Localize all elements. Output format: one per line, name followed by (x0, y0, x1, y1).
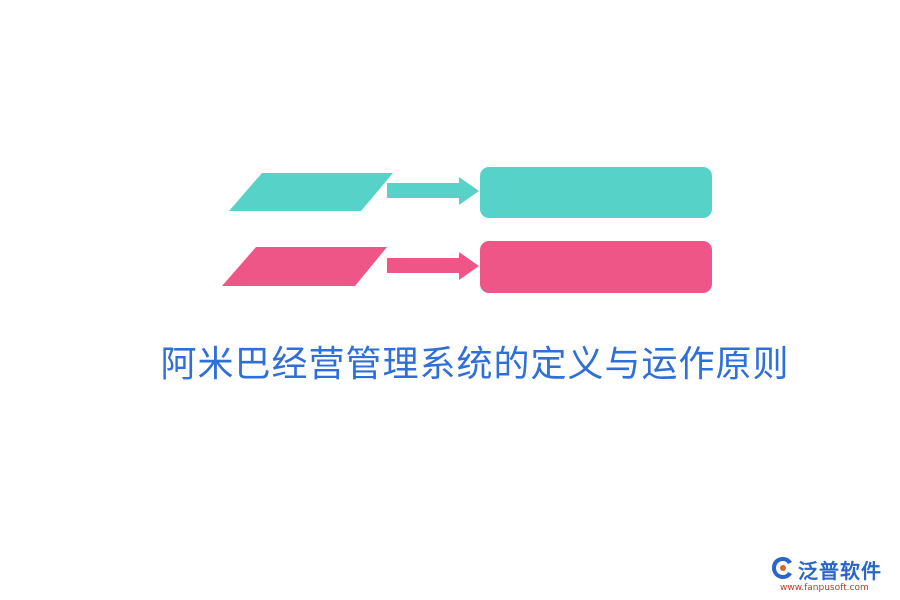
row-2-box (480, 241, 712, 293)
fanpu-logo-icon (772, 557, 792, 579)
row-2-parallelogram (222, 247, 387, 286)
logo-url: www.fanpusoft.com (780, 583, 869, 593)
brand-logo[interactable]: 泛普软件 www.fanpusoft.com (770, 553, 895, 598)
row-1-arrow-shaft (387, 183, 461, 198)
row-1-box (480, 167, 712, 218)
row-1-arrow-head (459, 177, 479, 205)
flow-row-2 (222, 241, 712, 293)
page-title: 阿米巴经营管理系统的定义与运作原则 (160, 344, 790, 385)
flow-row-1 (229, 167, 712, 218)
logo-name: 泛普软件 (798, 559, 882, 583)
row-2-arrow-head (459, 252, 479, 280)
row-1-parallelogram (229, 173, 393, 211)
row-2-arrow-shaft (387, 258, 461, 273)
